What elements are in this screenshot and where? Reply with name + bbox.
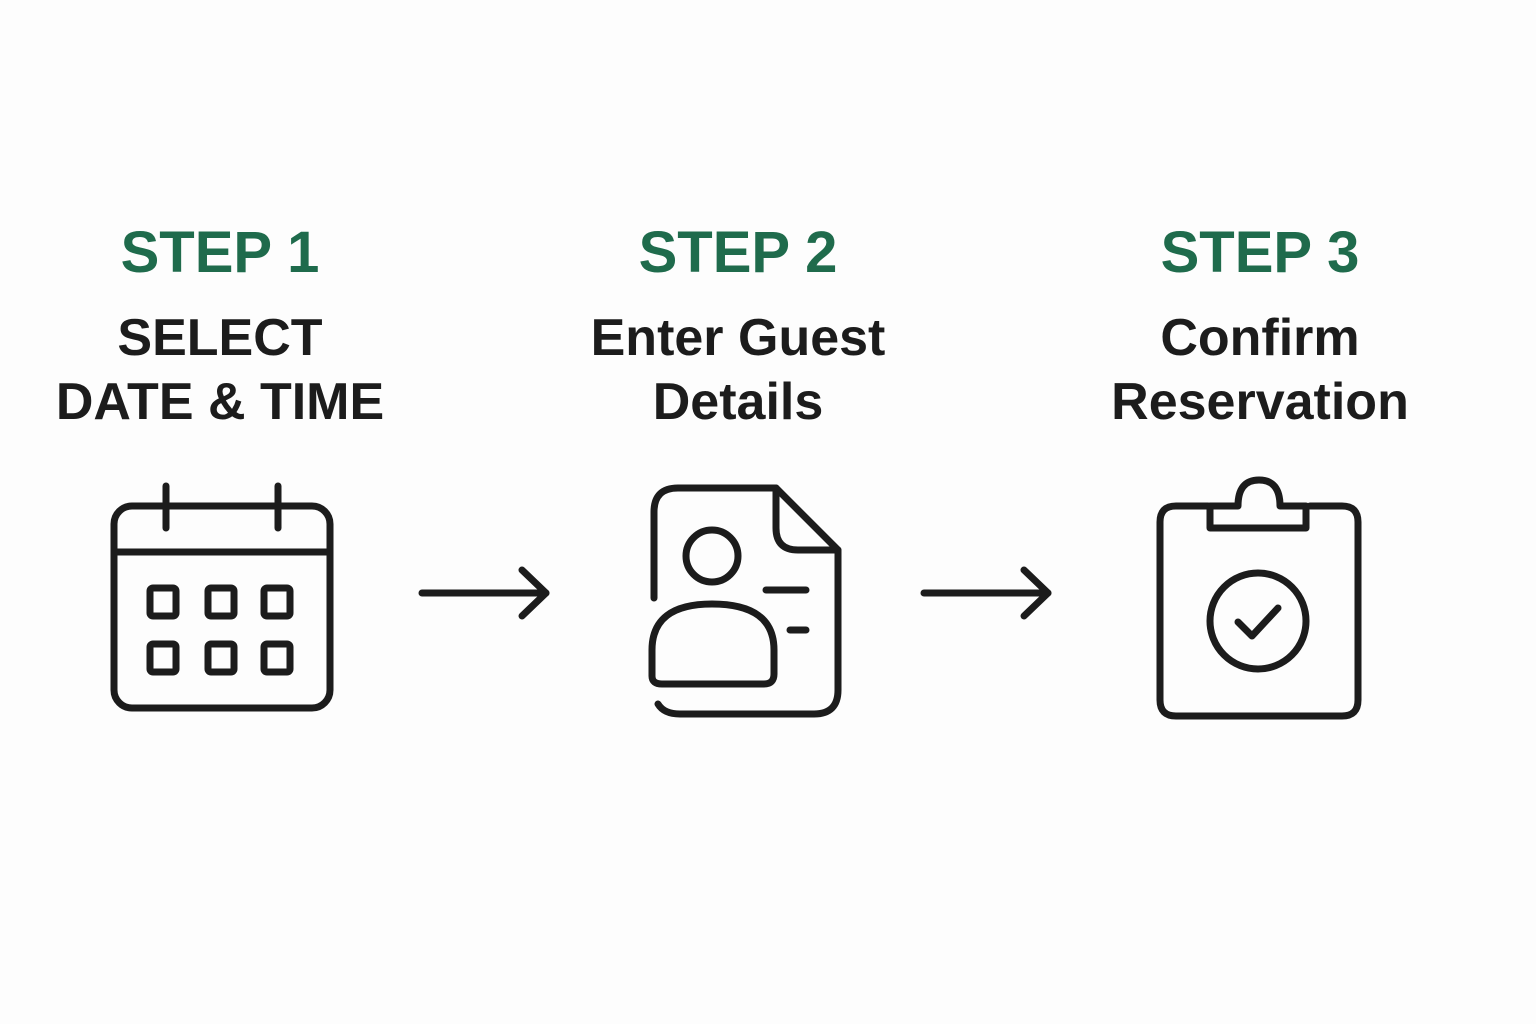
step-2-title: Enter Guest Details	[518, 306, 958, 434]
guest-details-icon	[648, 484, 842, 718]
step-1-title: SELECT DATE & TIME	[0, 306, 440, 434]
clipboard-check-icon	[1156, 476, 1362, 720]
arrow-right-icon	[418, 566, 550, 620]
step-3-title-line-1: Confirm	[1160, 309, 1360, 367]
step-1-number: STEP 1	[120, 220, 320, 285]
step-3: STEP 3 Confirm Reservation	[1040, 220, 1480, 434]
step-3-number: STEP 3	[1160, 220, 1360, 285]
step-2-title-line-2: Details	[652, 373, 824, 431]
step-1: STEP 1 SELECT DATE & TIME	[0, 220, 440, 434]
step-1-title-line-1: SELECT	[117, 309, 323, 367]
calendar-icon	[110, 482, 334, 712]
step-2-title-line-1: Enter Guest	[590, 309, 886, 367]
step-3-title-line-2: Reservation	[1111, 373, 1409, 431]
step-3-title: Confirm Reservation	[1040, 306, 1480, 434]
step-2-number: STEP 2	[638, 220, 838, 285]
arrow-right-icon	[920, 566, 1052, 620]
step-2: STEP 2 Enter Guest Details	[518, 220, 958, 434]
step-1-title-line-2: DATE & TIME	[55, 373, 385, 431]
